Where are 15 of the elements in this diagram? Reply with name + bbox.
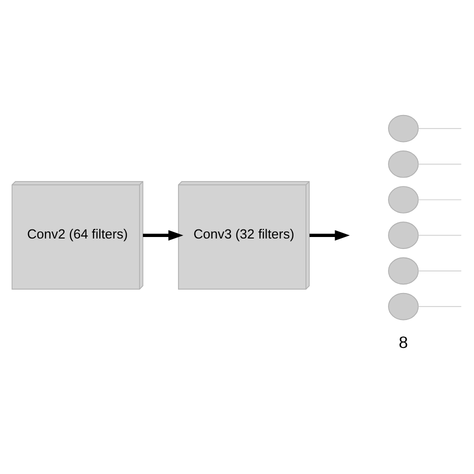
node-circle [388,114,419,142]
arrow [142,230,184,241]
connector [418,270,462,272]
arrow [310,230,350,241]
node-circle [388,257,419,285]
label: 8 [398,332,408,352]
connector [418,306,462,307]
connector [418,234,462,236]
node-circle [388,186,419,214]
node-circle [388,292,419,320]
connector [418,128,462,129]
connector [418,164,462,165]
connector [418,199,462,200]
node-circle [388,150,419,178]
node-circle [388,222,419,249]
